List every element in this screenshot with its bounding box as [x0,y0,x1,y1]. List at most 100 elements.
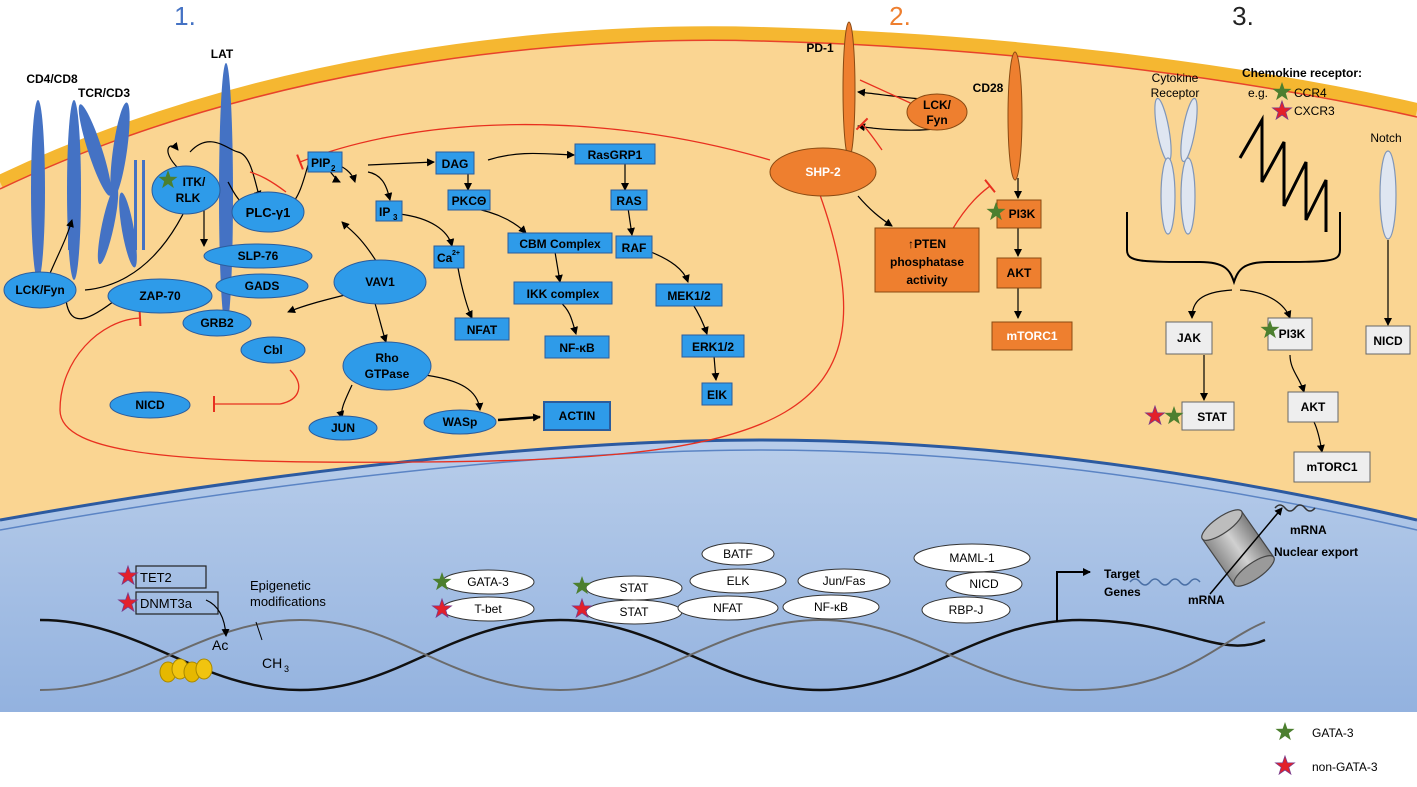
svg-text:ZAP-70: ZAP-70 [139,289,181,303]
node-mek12: MEK1/2 [655,283,723,307]
node-shp2: SHP-2 [769,147,877,197]
svg-text:JUN: JUN [331,421,355,435]
svg-text:2: 2 [331,164,336,173]
node-slp76: SLP-76 [203,243,313,269]
svg-text:VAV1: VAV1 [365,275,395,289]
tf-gata3: GATA-3 [441,569,535,595]
legend-non-gata3-label: non-GATA-3 [1312,760,1378,774]
legend-gata3-label: GATA-3 [1312,726,1354,740]
tcr-cd3-label: TCR/CD3 [78,86,130,100]
node-rasgrp1: RasGRP1 [574,143,656,165]
ccr4-label: CCR4 [1294,86,1327,100]
node-wasp: WASp [423,409,497,435]
node-nicd-tcr: NICD [109,391,191,419]
target-genes-line1: Target [1104,567,1140,581]
svg-text:RAF: RAF [622,241,647,255]
svg-text:JAK: JAK [1177,331,1201,345]
svg-text:mTORC1: mTORC1 [1006,329,1057,343]
tcr-cd3-receptor [68,102,145,268]
mrna-label-left: mRNA [1188,593,1225,607]
transcription-start-arrow [1056,568,1091,622]
svg-text:Rho: Rho [375,351,398,365]
pd1-label: PD-1 [806,41,834,55]
mrna-label-top: mRNA [1290,523,1327,537]
svg-text:STAT: STAT [620,581,650,595]
node-actin: ACTIN [543,401,611,431]
svg-text:Cbl: Cbl [263,343,282,357]
epigenetic-line1: Epigenetic [250,578,311,593]
plasma-membrane [0,26,1417,189]
tf-batf: BATF [701,542,775,566]
cytokine-label-line1: Cytokine [1152,71,1199,85]
svg-text:STAT: STAT [620,605,650,619]
svg-text:PLC-γ1: PLC-γ1 [246,205,291,220]
dna-strand-2 [39,618,1266,692]
node-raf: RAF [615,235,653,259]
svg-text:NICD: NICD [1373,334,1403,348]
nuclear-export-label: Nuclear export [1274,545,1358,559]
node-jak: JAK [1165,321,1213,355]
target-genes-line2: Genes [1104,585,1141,599]
node-nfat-tcr: NFAT [454,317,510,341]
node-pi3k-cyto: PI3K [1267,317,1313,351]
tf-tbet: T-bet [441,596,535,622]
svg-text:Fyn: Fyn [926,113,947,127]
svg-text:↑PTEN: ↑PTEN [908,237,946,251]
svg-text:ITK/: ITK/ [183,175,206,189]
node-lck-fyn-pd1: LCK/ Fyn [906,93,968,131]
node-stat-cyto: STAT [1181,401,1235,431]
node-akt-cyto: AKT [1287,391,1339,423]
svg-text:AKT: AKT [1007,266,1032,280]
tf-nfat: NFAT [677,595,779,621]
chemokine-receptor-7tm [1238,114,1328,232]
node-gads: GADS [215,273,309,299]
node-dag: DAG [435,151,475,175]
mrna-squiggle-left [1129,578,1201,586]
svg-text:DAG: DAG [442,157,469,171]
svg-text:ERK1/2: ERK1/2 [692,340,734,354]
notch-label: Notch [1370,131,1401,145]
nuclear-envelope [0,438,1417,522]
tf-stat-1: STAT [585,575,683,601]
svg-text:MEK1/2: MEK1/2 [667,289,711,303]
svg-text:SLP-76: SLP-76 [238,249,279,263]
export-arrow [1209,507,1283,595]
svg-text:MAML-1: MAML-1 [949,551,995,565]
svg-text:AKT: AKT [1301,400,1326,414]
svg-text:phosphatase: phosphatase [890,255,964,269]
cxcr3-label: CXCR3 [1294,104,1335,118]
svg-text:BATF: BATF [723,547,753,561]
node-grb2: GRB2 [182,309,252,337]
svg-text:IP: IP [379,205,390,219]
svg-text:Ca: Ca [437,251,453,265]
svg-text:STAT: STAT [1197,410,1227,424]
cytokine-receptor [1154,97,1198,235]
svg-text:GTPase: GTPase [365,367,410,381]
node-cbl: Cbl [240,336,306,364]
receptor-bracket [1126,212,1341,286]
svg-text:NICD: NICD [135,398,165,412]
node-calcium: Ca 2+ [433,245,465,269]
node-lck-fyn: LCK/Fyn [3,271,77,309]
node-pip2: PIP 2 [307,151,343,173]
pd1-receptor [842,21,856,159]
tf-stat-2: STAT [585,599,683,625]
lat-label: LAT [211,47,234,61]
svg-text:3: 3 [393,213,398,222]
svg-text:LCK/: LCK/ [923,98,952,112]
epigenetic-line2: modifications [250,594,326,609]
node-ras: RAS [610,189,648,211]
svg-text:T-bet: T-bet [474,602,502,616]
methyl-label: CH [262,655,282,671]
cd28-label: CD28 [973,81,1004,95]
cytokine-label-line2: Receptor [1151,86,1200,100]
svg-text:ACTIN: ACTIN [559,409,596,423]
svg-text:NFAT: NFAT [467,323,498,337]
svg-text:RLK: RLK [176,191,201,205]
dnmt3a-label: DNMT3a [140,596,193,611]
svg-text:NF-κB: NF-κB [814,600,848,614]
node-pi3k-cd28: PI3K [996,199,1042,229]
node-vav1: VAV1 [333,259,427,305]
